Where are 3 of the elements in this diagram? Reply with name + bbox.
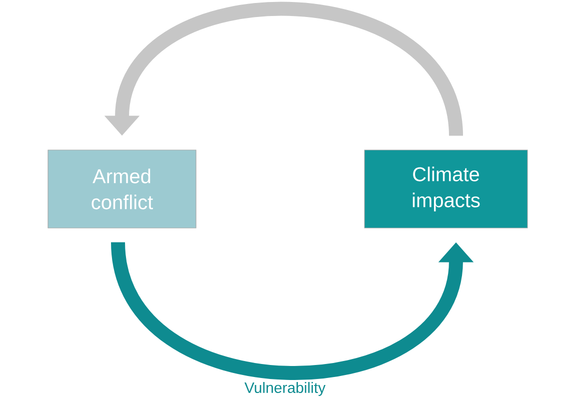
process-box: Armed conflict: [48, 150, 196, 228]
process-box: Climate impacts: [364, 150, 528, 228]
edge-label: Vulnerability: [243, 381, 327, 397]
